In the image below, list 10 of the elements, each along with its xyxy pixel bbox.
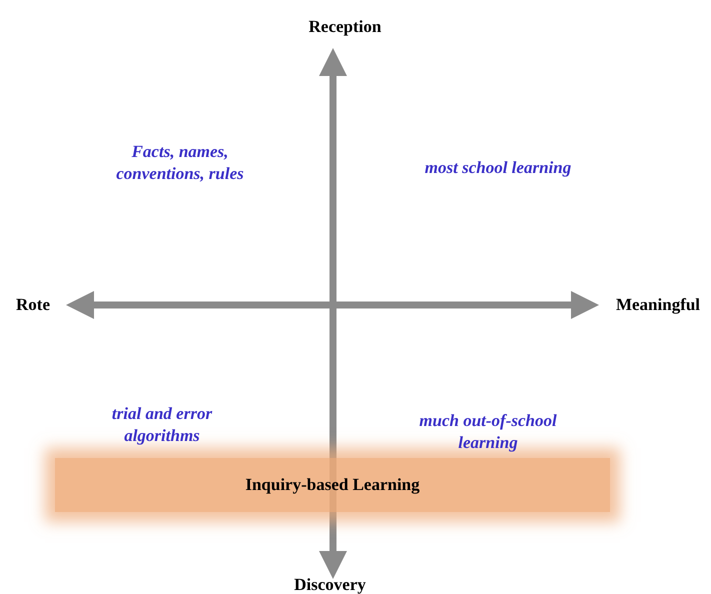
band-title: Inquiry-based Learning <box>245 475 420 495</box>
axis-label: Rote <box>15 294 51 316</box>
quadrant-label: trial and error algorithms <box>110 403 214 447</box>
axis-label: Discovery <box>293 574 367 594</box>
quadrant-label: much out-of-school learning <box>418 410 558 454</box>
quadrant-label: Facts, names, conventions, rules <box>115 141 245 185</box>
axis-label: Meaningful <box>614 294 702 316</box>
quadrant-label: most school learning <box>424 157 572 179</box>
axis-label: Reception <box>308 16 382 38</box>
highlight-band <box>55 458 610 512</box>
